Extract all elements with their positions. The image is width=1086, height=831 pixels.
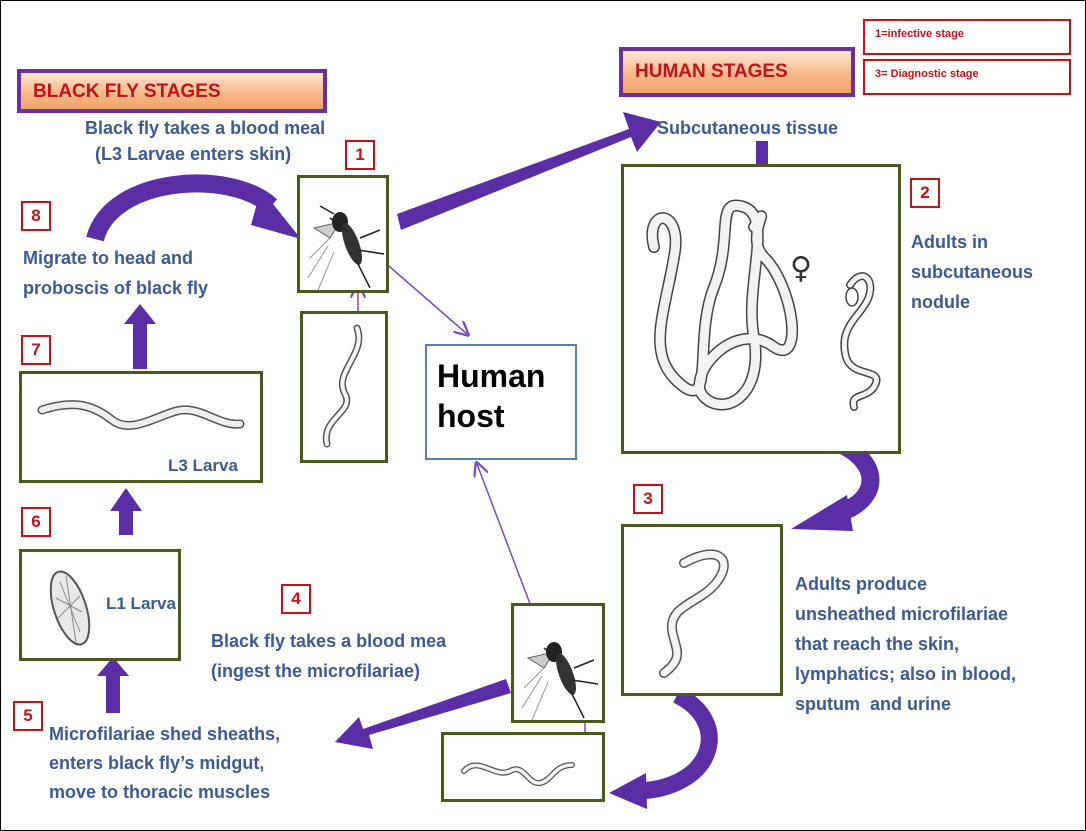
step-number-4: 4 (281, 584, 311, 614)
black-fly-box-bottom (511, 603, 605, 723)
label-adults-produce: Adults produce unsheathed microfilariae … (795, 569, 1016, 719)
step-number-6: 6 (21, 507, 51, 537)
l3-larva-label: L3 Larva (168, 456, 238, 476)
step-number-3: 3 (633, 484, 663, 514)
microfilariae-box (621, 524, 783, 696)
label-blood-meal-top: Black fly takes a blood meal (L3 Larvae … (85, 115, 325, 167)
step-number-8: 8 (21, 201, 51, 231)
adult-worms-icon (624, 167, 901, 454)
label-migrate: Migrate to head and proboscis of black f… (23, 243, 208, 303)
label-subcutaneous-tissue: Subcutaneous tissue (657, 115, 838, 141)
black-fly-stages-header: BLACK FLY STAGES (17, 69, 327, 113)
l1-larva-label: L1 Larva (106, 594, 176, 614)
step-number-5: 5 (13, 701, 43, 731)
adults-box: ♀ (621, 164, 901, 454)
black-fly-icon (300, 178, 389, 293)
black-fly-box-top (297, 175, 389, 293)
legend-diagnostic-stage: 3= Diagnostic stage (863, 59, 1071, 95)
human-stages-header: HUMAN STAGES (619, 47, 855, 97)
microfilaria-box-top (300, 311, 388, 463)
legend-infective-stage: 1=infective stage (863, 19, 1071, 55)
step-number-1: 1 (345, 140, 375, 170)
microfilaria-box-bottom (441, 732, 605, 802)
label-adults-nodule: Adults in subcutaneous nodule (911, 227, 1033, 317)
worm-icon (444, 735, 605, 802)
l1-larva-box: L1 Larva (19, 549, 181, 661)
arrow-up-to-l1 (97, 657, 129, 713)
step-number-2: 2 (910, 178, 940, 208)
human-host-box: Human host (425, 344, 577, 460)
l3-larva-box: L3 Larva (19, 371, 263, 483)
step-number-7: 7 (21, 335, 51, 365)
arrow-up-to-l3 (110, 488, 142, 535)
worm-icon (624, 527, 783, 696)
black-fly-icon (514, 606, 605, 723)
label-shed-sheaths: Microfilariae shed sheaths, enters black… (49, 720, 280, 807)
arrow-curve-to-fly (95, 183, 271, 239)
arrow-up-to-migrate (124, 304, 156, 369)
label-blood-meal-bottom: Black fly takes a blood mea (ingest the … (211, 626, 446, 686)
female-symbol-icon: ♀ (790, 251, 812, 286)
worm-icon (303, 314, 388, 463)
arrow-curve-to-worm-box (641, 695, 709, 791)
